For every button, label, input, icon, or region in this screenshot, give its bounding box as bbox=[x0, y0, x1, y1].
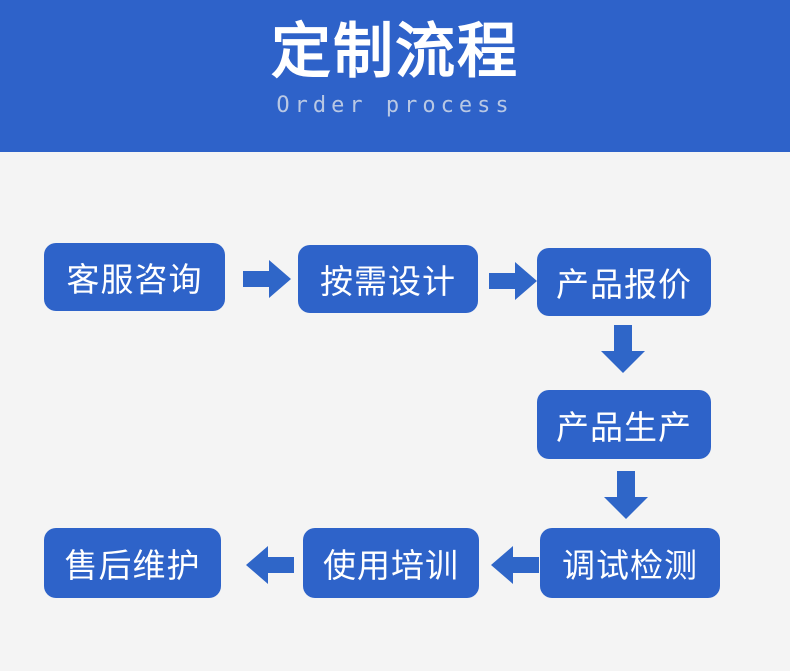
page-title: 定制流程 bbox=[271, 17, 519, 87]
flow-step-product-quotation[interactable]: 产品报价 bbox=[537, 248, 711, 316]
arrow-right-icon-1 bbox=[243, 260, 291, 298]
arrow-down-icon-2 bbox=[604, 471, 648, 519]
flow-step-debug-inspection[interactable]: 调试检测 bbox=[540, 528, 720, 598]
flow-step-after-sales-maintenance[interactable]: 售后维护 bbox=[44, 528, 221, 598]
arrow-right-icon-2 bbox=[489, 262, 537, 300]
header-banner: 定制流程 Order process bbox=[0, 0, 790, 152]
flow-step-design-on-demand[interactable]: 按需设计 bbox=[298, 245, 478, 313]
flow-step-usage-training[interactable]: 使用培训 bbox=[303, 528, 479, 598]
arrow-down-icon-1 bbox=[601, 325, 645, 373]
process-flow-diagram: 客服咨询 按需设计 产品报价 产品生产 调试检测 使用培训 bbox=[0, 152, 790, 671]
page-subtitle: Order process bbox=[276, 93, 514, 118]
flow-step-product-manufacturing[interactable]: 产品生产 bbox=[537, 390, 711, 459]
arrow-left-icon-2 bbox=[246, 546, 294, 584]
arrow-left-icon-1 bbox=[491, 546, 539, 584]
flow-step-customer-service-consult[interactable]: 客服咨询 bbox=[44, 243, 225, 311]
